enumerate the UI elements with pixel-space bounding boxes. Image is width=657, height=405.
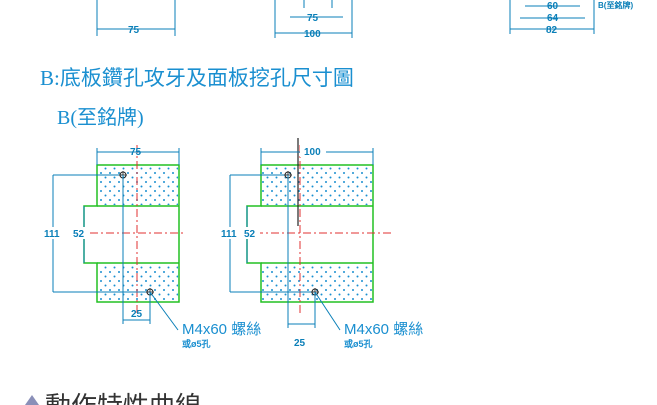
right-dim-offset: 25	[294, 338, 306, 349]
left-dim-height: 111	[44, 229, 60, 240]
right-dim-inner: 52	[244, 229, 256, 240]
bullet-triangle-icon	[25, 395, 39, 405]
left-dim-width: 75	[130, 147, 142, 158]
section-title: B:底板鑽孔攻牙及面板挖孔尺寸圖	[40, 66, 354, 90]
section-subtitle: B(至銘牌)	[57, 106, 144, 129]
top-dim-a: 75	[128, 25, 140, 36]
left-dim-offset: 25	[131, 309, 143, 320]
top-dim-c2: 64	[547, 13, 559, 24]
right-dim-height: 111	[221, 229, 237, 240]
top-strip: 75 75 100 60 64 82 B(至銘牌)	[96, 0, 633, 40]
left-screw-label: M4x60 螺絲	[182, 321, 261, 338]
right-hole-label: 或ø5孔	[344, 338, 373, 349]
left-hole-label: 或ø5孔	[182, 338, 211, 349]
top-dim-c1: 60	[547, 1, 559, 12]
right-leader-line	[314, 291, 341, 331]
right-screw-label: M4x60 螺絲	[344, 321, 423, 338]
top-label-c: B(至銘牌)	[598, 0, 633, 10]
left-plate-lower-hatch	[98, 264, 178, 301]
left-dim-inner: 52	[73, 229, 85, 240]
right-view: 100 111 52 25 M4x60 螺絲 或ø5孔	[217, 138, 423, 349]
right-plate-upper-hatch	[262, 166, 372, 205]
top-dim-b1: 75	[307, 13, 319, 24]
left-leader-line	[149, 291, 179, 331]
next-section-title: 動作特性曲線	[45, 392, 201, 405]
right-dim-width: 100	[304, 147, 321, 158]
left-view: 75 111 52 25 M4x60 螺絲 或ø5孔	[40, 145, 261, 349]
top-dim-b2: 100	[304, 29, 321, 40]
left-plate-upper-hatch	[98, 166, 178, 205]
top-dim-c3: 82	[546, 25, 558, 36]
